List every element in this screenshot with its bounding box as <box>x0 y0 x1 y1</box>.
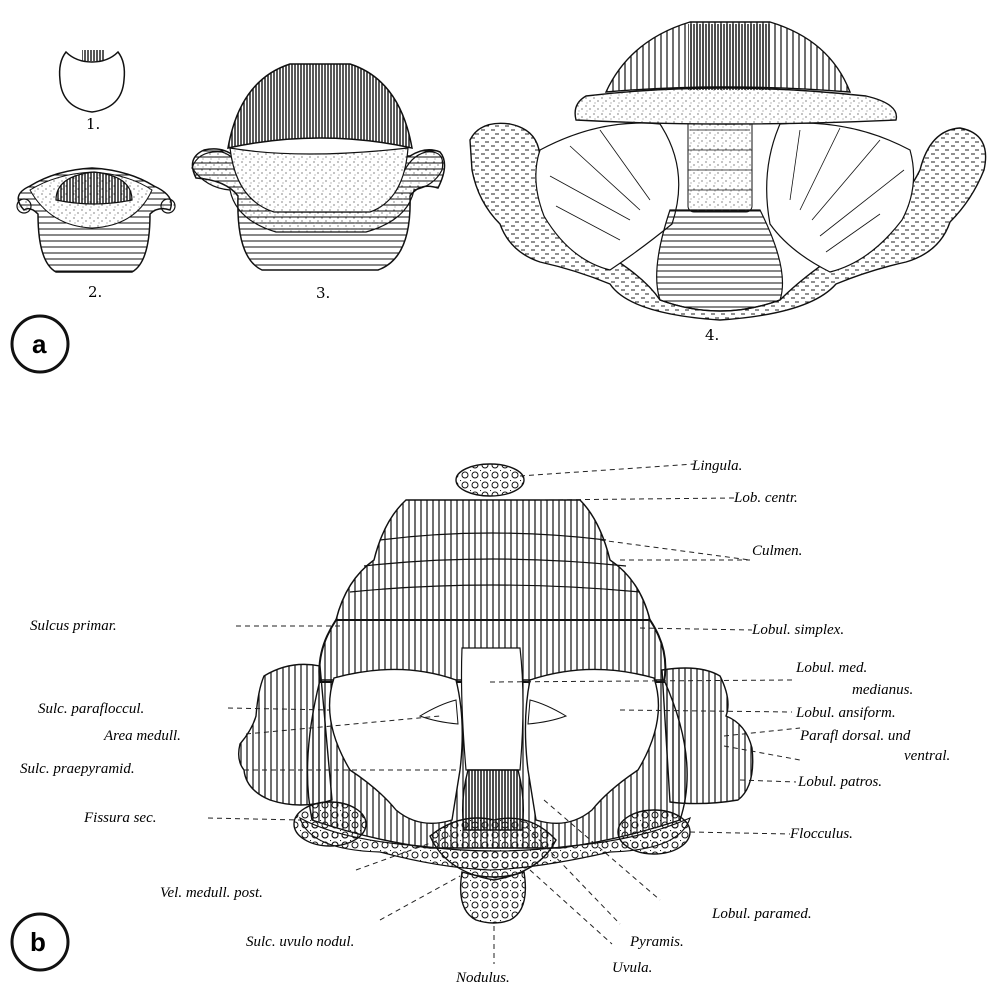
figure-4-number: 4. <box>705 326 719 344</box>
panel-b-letter: b <box>30 927 46 957</box>
uvula-shape <box>430 818 556 880</box>
label-area-medull: Area medull. <box>103 728 181 744</box>
cerebellum-drawing <box>239 464 753 923</box>
figure-4-drawing <box>470 22 986 320</box>
culmen-shape <box>336 500 650 620</box>
label-culmen: Culmen. <box>752 543 802 559</box>
label-lobul-paramed: Lobul. paramed. <box>711 906 812 922</box>
flocculus-right-shape <box>618 810 690 854</box>
label-nodulus: Nodulus. <box>455 970 510 986</box>
label-sulc-uvulo-nodul: Sulc. uvulo nodul. <box>246 934 354 950</box>
label-lobul-simplex: Lobul. simplex. <box>751 622 844 638</box>
label-lobul-ansiform: Lobul. ansiform. <box>795 705 896 721</box>
label-sulcus-primar: Sulcus primar. <box>30 618 117 634</box>
label-parafl-dorsal: Parafl dorsal. und <box>799 728 911 744</box>
nodulus-shape <box>461 872 526 923</box>
figure-3-drawing <box>192 64 445 270</box>
figure-2-drawing <box>17 168 175 272</box>
figure-1-drawing <box>60 50 125 112</box>
label-lobul-med: Lobul. med. <box>795 660 867 676</box>
label-fissura-sec: Fissura sec. <box>83 810 157 826</box>
label-ventral: ventral. <box>904 748 950 764</box>
flocculus-left-shape <box>294 802 366 846</box>
label-flocculus: Flocculus. <box>789 826 853 842</box>
label-lobul-patros: Lobul. patros. <box>797 774 882 790</box>
lobulus-medianus-shape <box>462 648 524 770</box>
label-sulc-paraflocc: Sulc. parafloccul. <box>38 701 144 717</box>
panel-a-letter: a <box>32 329 47 359</box>
label-lob-centr: Lob. centr. <box>733 490 798 506</box>
label-medianus: medianus. <box>852 682 913 698</box>
label-pyramis: Pyramis. <box>629 934 684 950</box>
figure-3-number: 3. <box>316 284 330 302</box>
lingula-shape <box>456 464 524 496</box>
figure-2-number: 2. <box>88 283 102 301</box>
label-sulc-praepyramid: Sulc. praepyramid. <box>20 761 135 777</box>
panel-b: Lingula. Lob. centr. Culmen. Lobul. simp… <box>12 458 950 986</box>
label-uvula: Uvula. <box>612 960 652 976</box>
panel-a: 1. 2. 3. <box>12 22 986 372</box>
figure-1-number: 1. <box>86 115 100 133</box>
label-lingula: Lingula. <box>691 458 742 474</box>
label-vel-medull-post: Vel. medull. post. <box>160 885 263 901</box>
